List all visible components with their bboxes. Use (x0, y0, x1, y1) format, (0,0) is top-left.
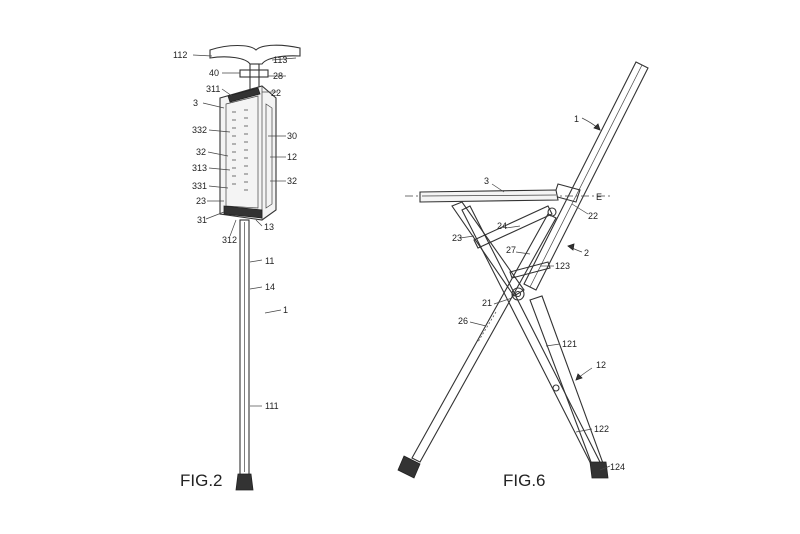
fig6-label: 12 (596, 360, 606, 370)
fig2-caption: FIG.2 (180, 471, 223, 490)
fig2-label: 31 (197, 215, 207, 225)
fig2-label: 111 (265, 401, 279, 411)
fig6-cane-shaft (523, 61, 649, 291)
fig6-label: 27 (506, 245, 516, 255)
fig2-label: 13 (264, 222, 274, 232)
fig6-label: 3 (484, 176, 489, 186)
fig6-label: 21 (482, 298, 492, 308)
fig2-label: 22 (271, 88, 281, 98)
fig6-label: 23 (452, 233, 462, 243)
fig2-seat-assembly (219, 85, 277, 221)
fig2-label: 14 (265, 282, 275, 292)
fig2-foot-tip (235, 473, 254, 491)
fig2-label: 30 (287, 131, 297, 141)
fig6-label: 2 (584, 248, 589, 258)
fig6-linkage (451, 201, 560, 392)
fig6-label: 121 (562, 339, 577, 349)
fig6-label: 26 (458, 316, 468, 326)
fig2-leader-lines (192, 54, 297, 407)
fig6-label: 24 (497, 221, 507, 231)
fig2-label: 312 (222, 235, 237, 245)
fig6-label: 122 (594, 424, 609, 434)
fig6-caption: FIG.6 (503, 471, 546, 490)
fig2-label: 332 (192, 125, 207, 135)
fig2-label: 40 (209, 68, 219, 78)
fig2-label: 32 (196, 147, 206, 157)
fig2-label: 11 (265, 256, 274, 266)
fig6-label: 22 (588, 211, 598, 221)
fig6-foot-tip-right (589, 461, 609, 479)
fig6-drawing: 1 3 E 22 24 23 27 2 123 21 26 121 12 122… (397, 61, 649, 490)
fig2-label: 1 (283, 305, 288, 315)
fig6-label: 1 (574, 114, 579, 124)
fig2-labels: 112 113 40 28 311 22 3 332 30 32 12 313 … (173, 50, 297, 411)
fig6-label: 124 (610, 462, 625, 472)
fig2-label: 3 (193, 98, 198, 108)
fig6-foot-tip-left (397, 455, 421, 479)
fig2-label: 113 (273, 55, 287, 65)
fig2-label: 12 (287, 152, 297, 162)
fig6-seat (419, 189, 559, 203)
fig2-drawing: 112 113 40 28 311 22 3 332 30 32 12 313 … (173, 44, 301, 491)
fig2-label: 32 (287, 176, 297, 186)
fig2-label: 331 (192, 181, 207, 191)
fig2-label: 313 (192, 163, 207, 173)
fig2-label: 311 (206, 84, 220, 94)
fig2-handle (209, 44, 301, 65)
fig6-labels: 1 3 E 22 24 23 27 2 123 21 26 121 12 122… (452, 114, 625, 472)
fig2-label: 112 (173, 50, 187, 60)
fig6-leader-lines (459, 183, 611, 471)
fig6-rear-leg (411, 213, 557, 463)
fig6-label: E (596, 192, 602, 202)
fig2-label: 23 (196, 196, 206, 206)
fig6-label: 123 (555, 261, 570, 271)
fig2-label: 28 (273, 71, 283, 81)
fig2-collar (239, 69, 269, 78)
